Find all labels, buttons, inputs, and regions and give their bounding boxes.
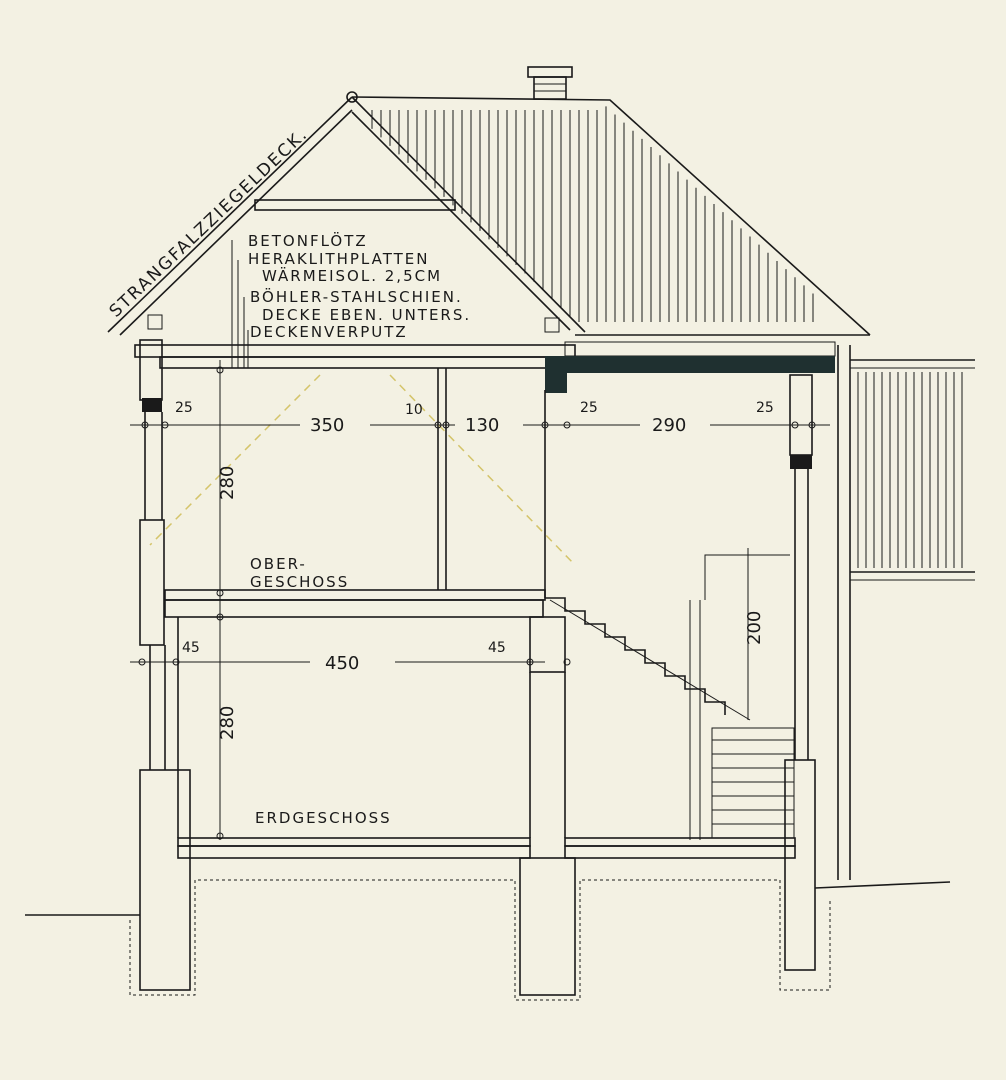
layer-label-4: DECKE EBEN. UNTERS. [262,306,471,324]
layer-label-3: BÖHLER-STAHLSCHIEN. [250,287,463,306]
layer-label-2: WÄRMEISOL. 2,5CM [262,266,442,285]
upper-floor-slab [164,589,566,838]
walls [139,339,851,880]
dim-upper-3: 130 [465,415,499,436]
attic-slab [134,341,836,393]
dim-lower-height: 280 [217,706,238,740]
dim-upper-5: 290 [652,415,686,436]
layer-label-5: DECKENVERPUTZ [250,323,408,341]
dim-upper-height: 280 [217,466,238,500]
dim-upper-6: 25 [756,400,774,416]
upper-floor-label-1: OBER- [250,555,307,573]
foundations [25,759,951,1001]
dim-lower-2: 45 [488,640,506,656]
dim-upper-0: 25 [175,400,193,416]
upper-floor-label-2: GESCHOSS [250,573,349,591]
dim-upper-1: 350 [310,415,344,436]
chimney [527,66,573,100]
dim-upper-2: 10 [405,402,423,418]
dim-lower-0: 45 [182,640,200,656]
side-shed [850,359,975,581]
dim-lower-1: 450 [325,653,359,674]
staircase [545,554,795,840]
dimension-texts: 25 350 10 130 25 290 25 280 45 450 45 28… [175,400,774,740]
dim-upper-4: 25 [580,400,598,416]
dimension-lines [130,240,830,840]
roof [107,91,871,336]
ground-floor-label: ERDGESCHOSS [255,809,392,827]
dim-stair-height: 200 [744,611,765,645]
layer-label-0: BETONFLÖTZ [248,231,368,250]
layer-label-1: HERAKLITHPLATTEN [248,250,430,268]
